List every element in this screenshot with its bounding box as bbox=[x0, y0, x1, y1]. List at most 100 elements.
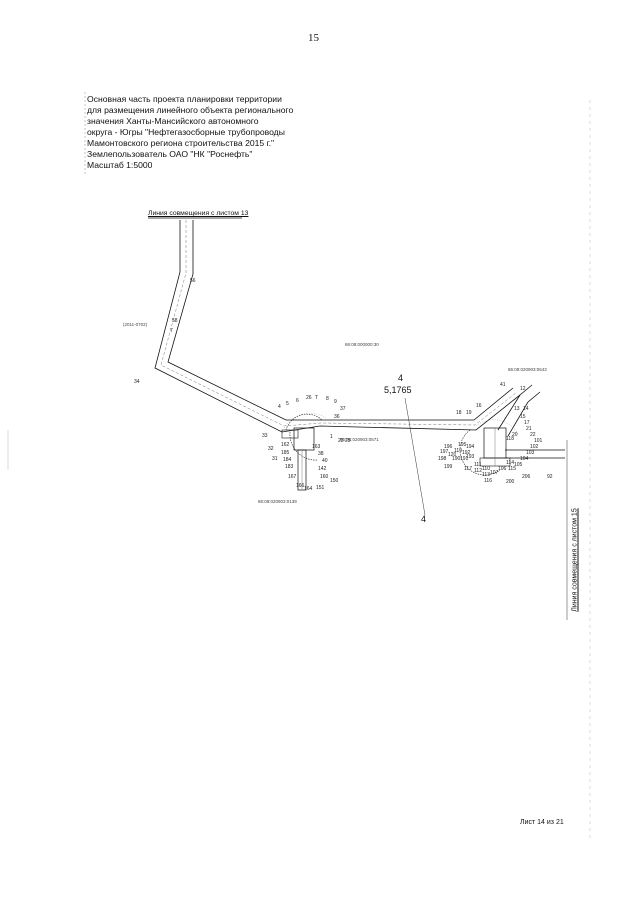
corridor-center-line bbox=[160, 220, 518, 427]
point-label: 142 bbox=[318, 466, 327, 472]
point-label: 183 bbox=[285, 464, 294, 470]
point-label: 190 bbox=[452, 456, 461, 462]
point-label: 185 bbox=[281, 450, 290, 456]
point-label: 104 bbox=[520, 456, 529, 462]
header-line: Землепользователь ОАО "НК "Роснефть" bbox=[87, 149, 253, 159]
cadastral-label: 86:08:020903:0643 bbox=[508, 367, 547, 372]
point-label: 112 bbox=[474, 468, 482, 474]
page-number: 15 bbox=[308, 32, 319, 44]
point-label: 5 bbox=[286, 401, 289, 407]
point-label: 34 bbox=[134, 379, 140, 385]
area-callout-line bbox=[404, 397, 426, 516]
point-label: 8 bbox=[326, 396, 329, 402]
corridor-outer-line bbox=[154, 220, 521, 433]
point-label: 198 bbox=[438, 456, 447, 462]
point-label: 7 bbox=[170, 328, 173, 334]
point-label: 40 bbox=[322, 458, 328, 464]
point-label: 107 bbox=[490, 470, 499, 476]
point-label: 206 bbox=[522, 474, 531, 480]
project-header: Основная часть проекта планировки террит… bbox=[87, 94, 327, 171]
point-label: 56 bbox=[190, 278, 196, 284]
cadastral-label: 86:08:000000:30 bbox=[345, 342, 379, 347]
point-label: T bbox=[315, 395, 318, 401]
point-label: 58 bbox=[172, 318, 178, 324]
point-label: 164 bbox=[304, 486, 313, 492]
sheet-number: Лист 14 из 21 bbox=[520, 819, 564, 826]
point-label: 103 bbox=[526, 450, 535, 456]
point-label: 23 bbox=[338, 438, 344, 444]
cadastral-label: 86:08:020903:0139 bbox=[258, 499, 297, 504]
point-label: 191 bbox=[460, 456, 469, 462]
point-label: 12 bbox=[520, 386, 526, 392]
corridor-inner-line bbox=[167, 220, 514, 421]
point-label: 31 bbox=[272, 456, 278, 462]
point-label: 110 bbox=[482, 466, 490, 472]
point-label: 21 bbox=[526, 426, 532, 432]
sheet-join-line-right-label: Линия совмещения с листом 15 bbox=[571, 508, 579, 612]
point-label: 33 bbox=[262, 433, 268, 439]
header-line: для размещения линейного объекта региона… bbox=[87, 105, 294, 115]
node-cluster-left bbox=[281, 413, 327, 491]
area-number: 4 bbox=[398, 373, 403, 383]
point-label: 166 bbox=[296, 483, 305, 489]
point-label: 115 bbox=[508, 466, 516, 472]
point-label: 150 bbox=[330, 478, 339, 484]
header-line: Мамонтовского региона строительства 2015… bbox=[87, 138, 275, 148]
point-label: 167 bbox=[288, 474, 297, 480]
point-label: 117 bbox=[464, 466, 472, 472]
point-label: 9 bbox=[334, 399, 337, 405]
point-label: 15 bbox=[520, 414, 526, 420]
point-label: 20 bbox=[512, 432, 518, 438]
point-label: 197 bbox=[440, 449, 449, 455]
point-label: 151 bbox=[316, 485, 325, 491]
point-labels: 56 58 7 34 4 5 6 26 T 8 9 37 36 33 32 31… bbox=[134, 278, 553, 492]
point-label: 18 bbox=[456, 410, 462, 416]
point-label: 113 bbox=[482, 472, 490, 478]
point-label: 195 bbox=[458, 442, 467, 448]
point-label: 106 bbox=[498, 466, 507, 472]
corridor-spur bbox=[497, 384, 533, 431]
point-label: 22 bbox=[530, 432, 536, 438]
point-label: 92 bbox=[547, 474, 553, 480]
point-label: 194 bbox=[466, 444, 475, 450]
point-label: 37 bbox=[340, 406, 346, 412]
point-label: 160 bbox=[320, 474, 329, 480]
point-label: 162 bbox=[281, 442, 290, 448]
point-label: 1 bbox=[330, 434, 333, 440]
point-label: 200 bbox=[506, 479, 515, 485]
point-label: 199 bbox=[444, 464, 453, 470]
sheet-join-line-top-label: Линия совмещения с листом 13 bbox=[148, 210, 249, 217]
area-value: 5,1765 bbox=[384, 385, 412, 395]
point-label: 105 bbox=[514, 462, 523, 468]
point-label: 14 bbox=[523, 406, 529, 412]
header-line: значения Ханты-Мансийского автономного bbox=[87, 116, 259, 126]
point-label: 193 bbox=[466, 454, 475, 460]
point-label: 196 bbox=[444, 444, 453, 450]
point-label: 17 bbox=[524, 420, 530, 426]
area-callout-number: 4 bbox=[421, 514, 426, 524]
point-label: 192 bbox=[462, 450, 471, 456]
point-label: 38 bbox=[318, 451, 324, 457]
point-label: 6 bbox=[296, 398, 299, 404]
point-label: 4 bbox=[278, 404, 281, 410]
point-label: 16 bbox=[476, 403, 482, 409]
point-label: 118 bbox=[506, 436, 514, 442]
cadastral-label: 86:08:020903:0571 bbox=[340, 437, 379, 442]
node-cluster-right bbox=[459, 419, 519, 476]
point-label: 114 bbox=[506, 460, 514, 466]
point-label: 111 bbox=[474, 462, 482, 468]
header-line: Масштаб 1:5000 bbox=[87, 160, 153, 170]
point-label: 101 bbox=[534, 438, 543, 444]
point-label: 32 bbox=[268, 446, 274, 452]
point-label: 36 bbox=[334, 414, 340, 420]
point-label: 25 bbox=[345, 438, 351, 444]
point-label: 120 bbox=[448, 452, 457, 458]
point-label: 26 bbox=[306, 395, 312, 401]
corridor-spur bbox=[507, 391, 541, 437]
point-label: 13 bbox=[514, 406, 520, 412]
point-label: 119 bbox=[454, 448, 462, 454]
point-label: 102 bbox=[530, 444, 539, 450]
point-label: 116 bbox=[484, 478, 492, 484]
point-label: 19 bbox=[466, 410, 472, 416]
